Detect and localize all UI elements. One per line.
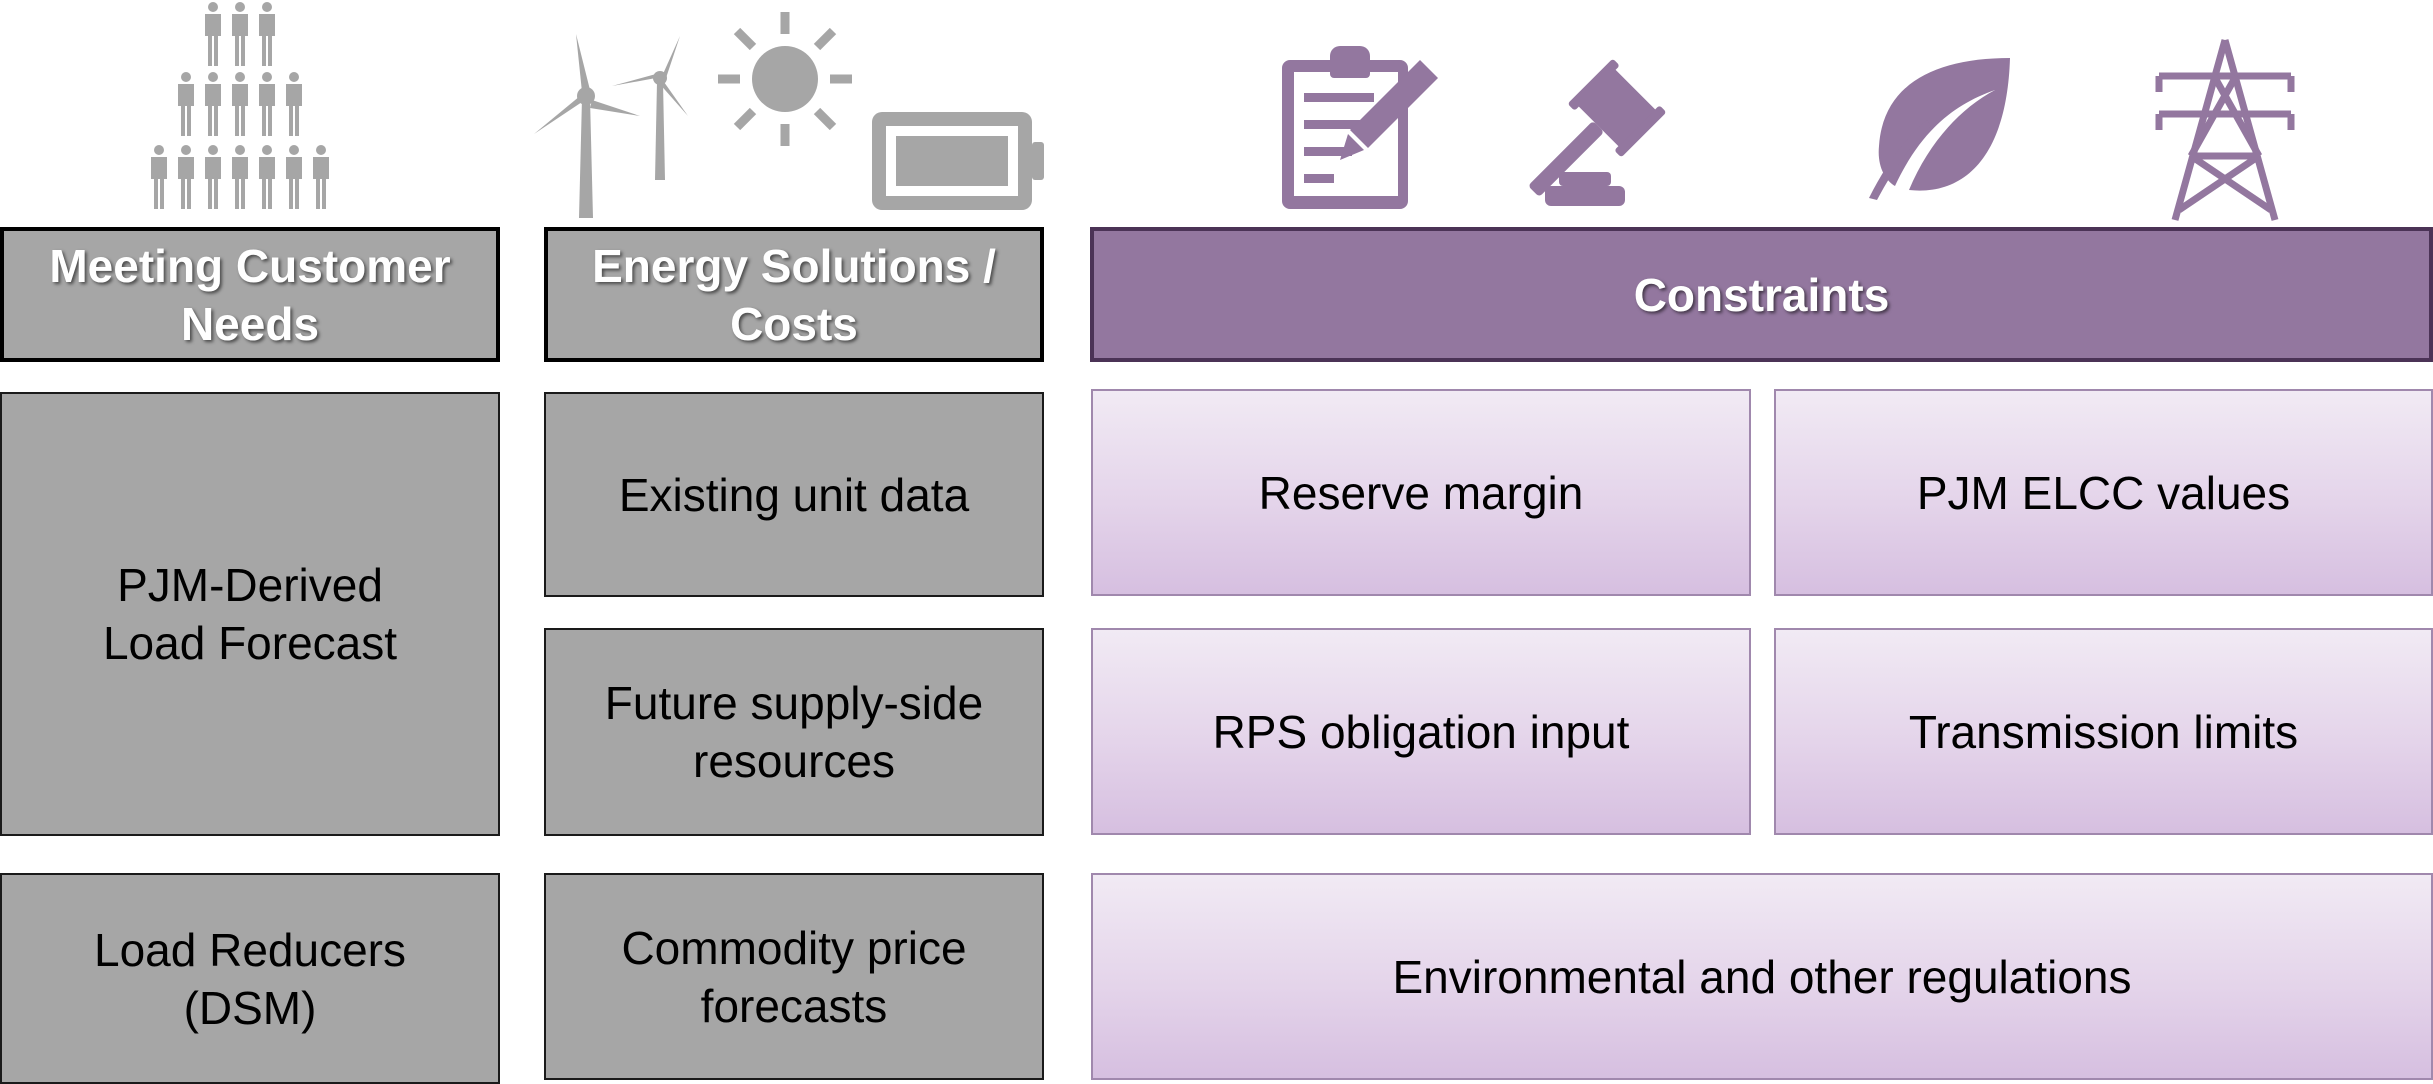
box-environmental-and-other-regulations: Environmental and other regulations: [1091, 873, 2433, 1080]
leaf-icon: [1869, 58, 2010, 200]
header-constraints-label: Constraints: [1633, 268, 1890, 321]
box-future-supply-side-resources-label: Future supply-side resources: [604, 677, 984, 787]
box-existing-unit-data-label: Existing unit data: [618, 468, 970, 521]
people-pyramid-icon: [151, 2, 329, 209]
box-commodity-price-forecasts: Commodity price forecasts: [544, 873, 1044, 1080]
box-future-supply-side-resources: Future supply-side resources: [544, 628, 1044, 836]
box-pjm-derived-load-forecast-label: PJM-Derived Load Forecast: [102, 559, 398, 669]
wind-turbines-icon: [534, 34, 688, 218]
header-constraints: Constraints: [1090, 227, 2433, 362]
box-existing-unit-data: Existing unit data: [544, 392, 1044, 597]
box-transmission-limits-label: Transmission limits: [1908, 705, 2299, 758]
battery-icon: [872, 112, 1044, 210]
box-rps-obligation-input: RPS obligation input: [1091, 628, 1751, 835]
sun-icon: [718, 12, 852, 146]
box-commodity-price-forecasts-label: Commodity price forecasts: [621, 921, 967, 1032]
box-load-reducers-dsm: Load Reducers (DSM): [0, 873, 500, 1084]
transmission-tower-icon: [2155, 39, 2295, 221]
box-environmental-and-other-regulations-label: Environmental and other regulations: [1392, 950, 2132, 1003]
header-energy-solutions-costs: Energy Solutions / Costs: [544, 227, 1044, 362]
box-load-reducers-dsm-label: Load Reducers (DSM): [94, 923, 406, 1034]
header-energy-solutions-costs-label: Energy Solutions / Costs: [592, 239, 996, 350]
gavel-icon: [1529, 59, 1666, 206]
box-rps-obligation-input-label: RPS obligation input: [1212, 705, 1630, 758]
header-meeting-customer-needs-label: Meeting Customer Needs: [49, 239, 451, 350]
box-pjm-derived-load-forecast: PJM-Derived Load Forecast: [0, 392, 500, 836]
box-transmission-limits: Transmission limits: [1774, 628, 2433, 835]
box-reserve-margin-label: Reserve margin: [1258, 466, 1584, 519]
box-pjm-elcc-values: PJM ELCC values: [1774, 389, 2433, 596]
box-reserve-margin: Reserve margin: [1091, 389, 1751, 596]
header-meeting-customer-needs: Meeting Customer Needs: [0, 227, 500, 362]
clipboard-icon: [1282, 46, 1438, 209]
box-pjm-elcc-values-label: PJM ELCC values: [1916, 466, 2291, 519]
